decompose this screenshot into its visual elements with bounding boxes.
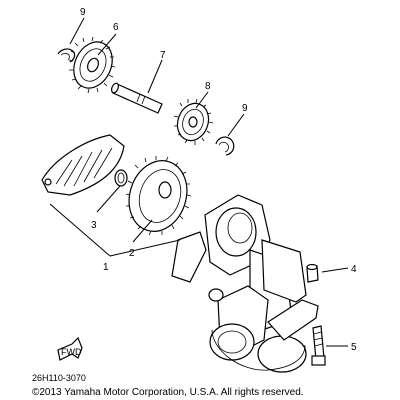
part-6-gear [68, 36, 116, 94]
part-3-circlip [114, 169, 128, 187]
leader-1-a [49, 203, 111, 257]
leader-4 [321, 267, 349, 273]
callout-3: 3 [91, 220, 97, 231]
callout-8: 8 [205, 81, 211, 92]
leader-9-top [69, 17, 85, 45]
callout-2: 2 [129, 248, 135, 259]
part-9-circlip-right [215, 136, 235, 156]
part-4-dowel-pin [306, 263, 319, 283]
leader-2 [132, 219, 153, 243]
part-5-bolt [311, 325, 326, 366]
fwd-arrow-icon: FWD [57, 336, 83, 361]
leader-3 [96, 185, 121, 213]
callout-4: 4 [351, 264, 357, 275]
callout-7: 7 [160, 50, 166, 61]
leader-6 [97, 33, 117, 56]
callout-9-top: 9 [80, 7, 86, 18]
callout-9-right: 9 [242, 103, 248, 114]
callout-6: 6 [113, 22, 119, 33]
copyright-notice: ©2013 Yamaha Motor Corporation, U.S.A. A… [32, 387, 304, 398]
callout-5: 5 [351, 342, 357, 353]
part-7-shaft [110, 82, 163, 114]
part-2-large-gear [125, 156, 192, 236]
oil-pump-body [171, 194, 319, 373]
leader-lines [49, 17, 349, 347]
part-8-gear [173, 98, 214, 145]
leader-1-b [109, 239, 181, 257]
fwd-label: FWD [61, 347, 82, 357]
part-9-circlip-top [57, 48, 76, 63]
leader-9-right [227, 113, 245, 137]
leader-7 [147, 59, 163, 94]
leader-8 [195, 91, 209, 109]
callout-1: 1 [103, 262, 109, 273]
pump-cover-plate [41, 134, 125, 196]
drawing-code: 26H110-3070 [32, 373, 86, 383]
